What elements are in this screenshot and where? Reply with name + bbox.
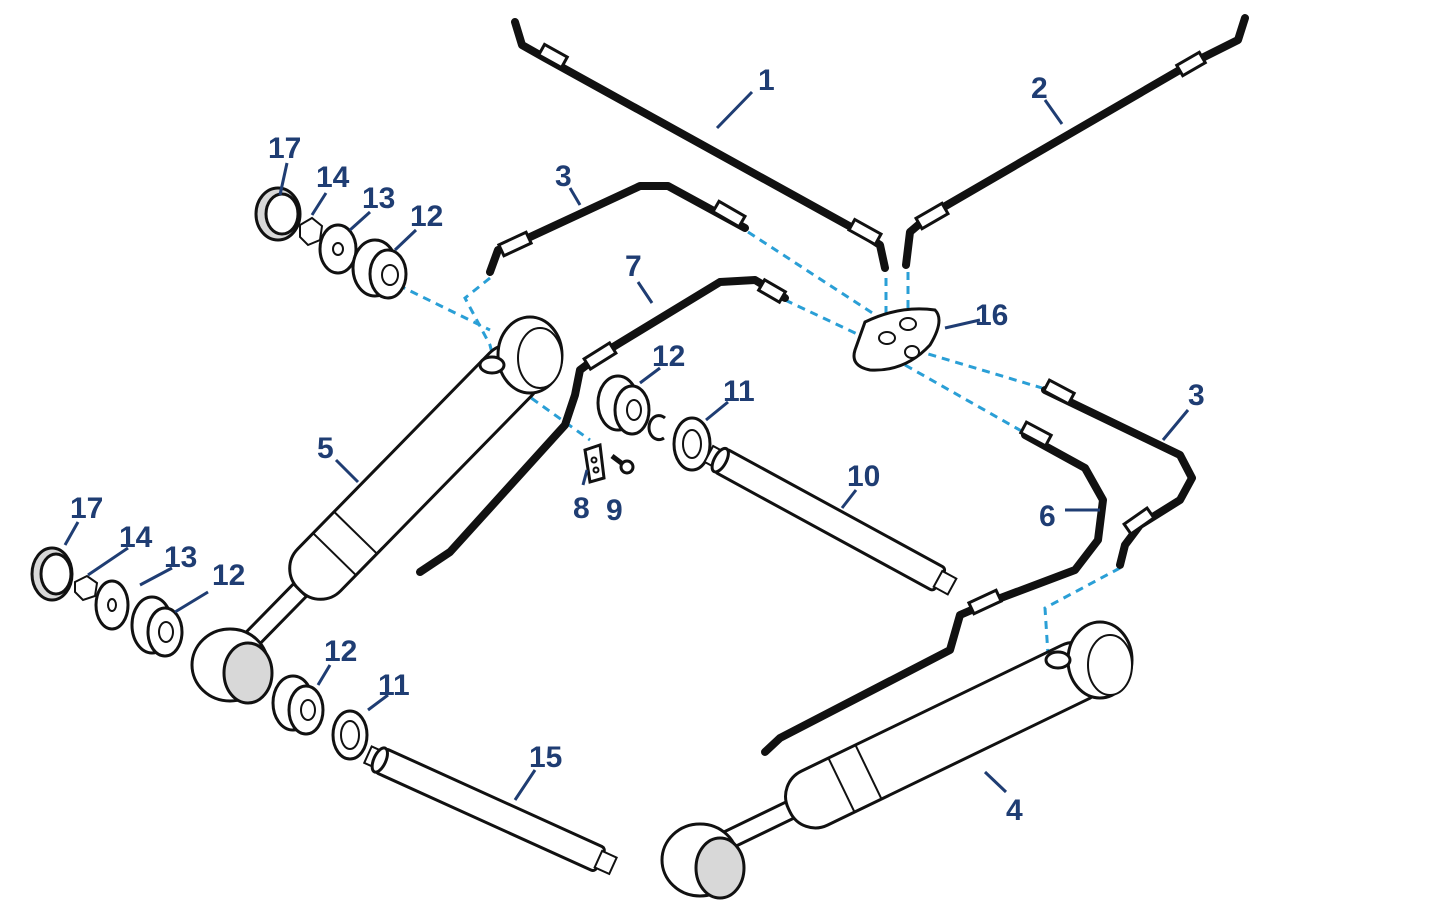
label-pin-15: 15 <box>529 741 562 774</box>
leader-lines <box>63 90 1190 801</box>
label-hose-7: 7 <box>625 250 642 283</box>
manifold-16 <box>852 307 941 372</box>
hardware-left <box>30 546 184 658</box>
label-nut-14-top: 14 <box>316 161 350 194</box>
label-hose-1: 1 <box>758 64 775 97</box>
pin-15 <box>362 745 618 876</box>
label-washer-13-left: 13 <box>164 541 197 574</box>
label-pin-10: 10 <box>847 460 880 493</box>
label-bushing-12-top: 12 <box>410 200 443 233</box>
hardware-low <box>271 674 369 761</box>
label-cylinder-4: 4 <box>1006 794 1023 827</box>
label-hose-3-right: 3 <box>1188 379 1205 412</box>
label-bushing-12-mid: 12 <box>652 340 685 373</box>
label-bushing-12-left: 12 <box>212 559 245 592</box>
hose-6 <box>761 420 1107 756</box>
label-nut-14-left: 14 <box>119 521 153 554</box>
hardware-top <box>254 186 408 300</box>
label-hose-3-upper: 3 <box>555 160 572 193</box>
hose-3-right <box>1041 378 1196 569</box>
connection-lines <box>397 230 1121 656</box>
cylinder-5 <box>190 315 564 705</box>
label-cap-17-top: 17 <box>268 132 301 165</box>
label-plate-8: 8 <box>573 492 590 525</box>
cylinder-4 <box>660 620 1134 900</box>
label-washer-11-mid: 11 <box>723 375 755 408</box>
label-bushing-12-low: 12 <box>324 635 357 668</box>
part-labels: 1 2 3 17 14 13 12 7 16 12 11 3 5 10 8 9 … <box>70 64 1205 827</box>
label-manifold-16: 16 <box>975 299 1008 332</box>
label-hose-6: 6 <box>1039 500 1056 533</box>
label-cap-17-left: 17 <box>70 492 103 525</box>
hardware-mid <box>583 374 712 484</box>
label-washer-13-top: 13 <box>362 182 395 215</box>
hose-1 <box>511 18 889 272</box>
hose-2 <box>902 14 1249 269</box>
hose-7 <box>416 276 789 576</box>
hose-3-upper <box>486 182 749 276</box>
label-hose-2: 2 <box>1031 72 1048 105</box>
label-screw-9: 9 <box>606 494 623 527</box>
pin-10 <box>703 444 958 596</box>
label-washer-11-low: 11 <box>378 669 410 702</box>
label-cylinder-5: 5 <box>317 432 334 465</box>
